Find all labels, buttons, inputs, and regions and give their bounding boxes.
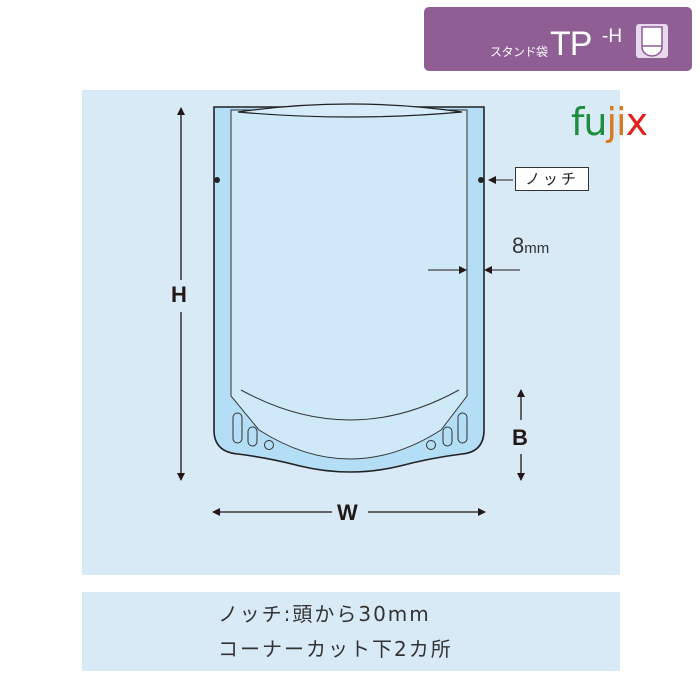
height-label: H <box>171 282 187 307</box>
notch-left-icon <box>214 177 220 183</box>
gusset-fold-line <box>240 389 460 421</box>
seal-width-unit: mm <box>524 240 550 257</box>
logo-letter-j: j <box>606 100 617 144</box>
pouch-inner <box>230 109 468 460</box>
note-corner-cut: コーナーカット下2カ所 <box>218 637 453 661</box>
bottom-slot <box>457 412 468 444</box>
seal-width-label: 8mm <box>512 233 549 259</box>
gusset-label: B <box>512 425 528 450</box>
banner-subtitle: スタンド袋 <box>490 45 548 59</box>
bottom-slot <box>442 426 453 447</box>
seal-width-value: 8 <box>512 233 525 258</box>
pouch-top-opening <box>237 103 463 118</box>
logo-letter-i: i <box>616 100 627 144</box>
logo-letter-u: u <box>583 100 607 144</box>
bottom-slot <box>232 412 243 444</box>
stand-pouch-icon <box>636 24 668 58</box>
bottom-hole <box>264 440 274 450</box>
bottom-slot <box>247 426 258 447</box>
width-label: W <box>337 500 358 525</box>
fujix-logo: fujix <box>571 100 648 144</box>
note-notch: ノッチ:頭から30mm <box>218 602 431 626</box>
notes-panel: ノッチ:頭から30mm コーナーカット下2カ所 <box>82 592 620 671</box>
bottom-hole <box>426 440 436 450</box>
logo-letter-x: x <box>625 100 648 144</box>
logo-letter-f: f <box>571 100 584 144</box>
notch-right-icon <box>478 177 484 183</box>
banner-product-code: TP <box>550 25 592 63</box>
product-banner: スタンド袋 TP -H <box>424 7 692 71</box>
notch-label: ノッチ <box>515 167 589 191</box>
banner-product-suffix: -H <box>602 26 623 47</box>
